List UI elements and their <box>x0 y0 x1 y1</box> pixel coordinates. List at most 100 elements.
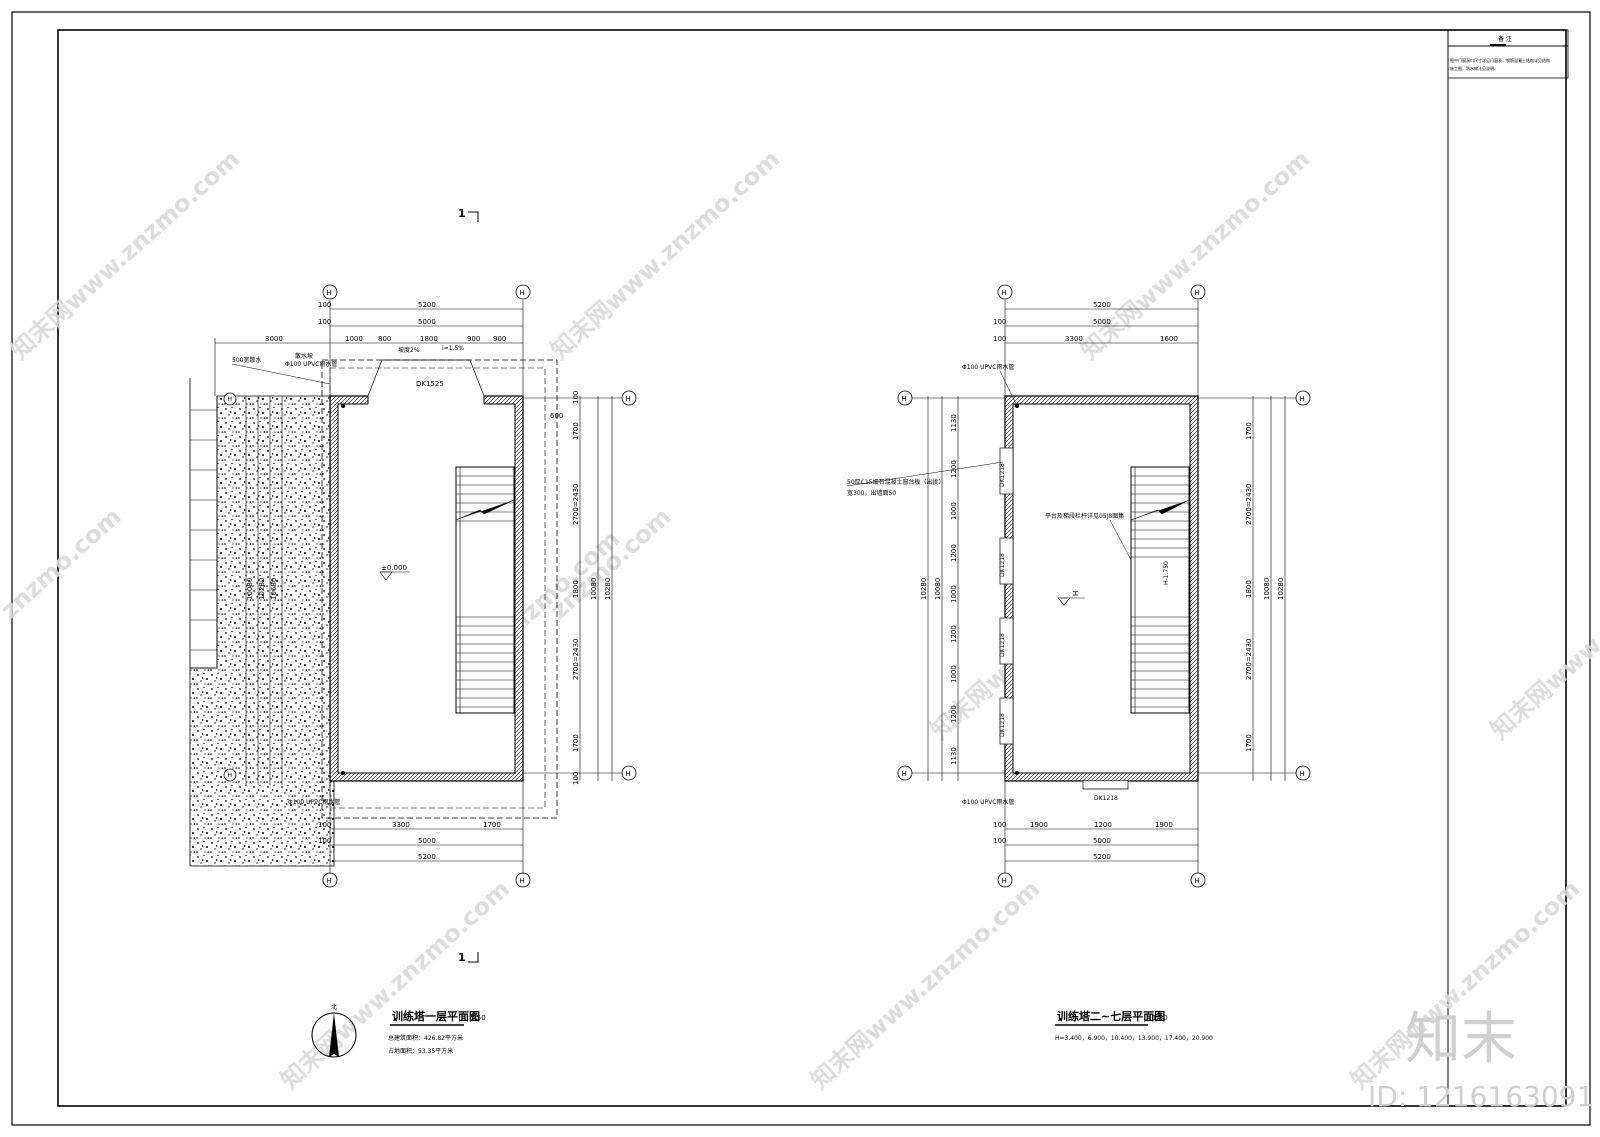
notes-box: 备 注 图中门窗洞口尺寸详见门窗表，钢筋混凝土结构详见结构 施工图，防水做法见说… <box>1447 29 1569 79</box>
dim-top: 800 <box>378 335 391 343</box>
dim-right: 1700 <box>572 734 580 752</box>
svg-text:北: 北 <box>331 1003 337 1011</box>
dim-right: 100 <box>572 772 580 785</box>
pipe-label-bottom: Φ100 UPVC雨水管 <box>962 798 1014 806</box>
axis-bubble: H <box>322 284 338 300</box>
dim-bottom: 100 <box>318 821 331 829</box>
dim-right: 1800 <box>572 580 580 598</box>
plan-2-scale: 1:50 <box>1152 1014 1168 1022</box>
dim-left: 1200 <box>950 705 958 723</box>
dim-right: 1700 <box>1245 734 1253 752</box>
dim-left: 1200 <box>950 460 958 478</box>
dim-top: 100 <box>993 335 1006 343</box>
inner-frame <box>57 29 1567 1107</box>
dim-left: 1000 <box>950 502 958 520</box>
watermark-text: 知末网www.znzmo.com <box>5 145 245 365</box>
watermark-text: 知末网www.znzmo.com <box>545 145 785 365</box>
svg-text:H: H <box>520 877 525 885</box>
axis-bubble: H <box>621 765 637 781</box>
axis-bubble: H <box>1190 872 1206 888</box>
door-label: DK1525 <box>416 380 444 388</box>
dim-right: 1700 <box>572 422 580 440</box>
dim-left: 1200 <box>950 625 958 643</box>
plan-1-area-footprint: 占地面积：53.35平方米 <box>388 1047 453 1055</box>
dim-top: 1600 <box>1160 335 1178 343</box>
dim-right: 10080 <box>590 578 598 600</box>
stair <box>455 466 515 714</box>
svg-text:H: H <box>902 395 907 403</box>
notes-line-2: 施工图，防水做法见说明。 <box>1450 65 1498 71</box>
dim-left: 1200 <box>950 544 958 562</box>
notes-line-1: 图中门窗洞口尺寸详见门窗表，钢筋混凝土结构详见结构 <box>1450 57 1550 63</box>
axis-bubble: H <box>897 390 913 406</box>
axis-bubble: H <box>997 284 1013 300</box>
dim-bottom: 100 <box>318 837 331 845</box>
dim-right: 600 <box>550 412 563 420</box>
plan-1-title: 训练塔一层平面图 <box>392 1009 480 1023</box>
plan-2-elevations: H=3.400，6.900，10.400，13.900，17.400，20.90… <box>1055 1035 1213 1042</box>
axis-bubble: H <box>1295 390 1311 406</box>
dim-bottom: 100 <box>993 821 1006 829</box>
plan-2: DK1218 DK1218 DK1218 DK1218 DK1218 H-1.7… <box>846 284 1311 1042</box>
pipe-label-top: Φ100 UPVC雨水管 <box>962 363 1014 371</box>
window-label: DK1218 <box>999 713 1006 737</box>
watermark-text: 知末网www.znzmo.com <box>805 875 1045 1095</box>
dim-right: 2700=2430 <box>1245 639 1253 681</box>
watermark-text: 知末网www.znzmo.com <box>1075 145 1315 365</box>
dim-left: 1000 <box>950 585 958 603</box>
svg-text:H: H <box>626 770 631 778</box>
dim-right: 10280 <box>1277 578 1285 600</box>
dim-left: 10280 <box>258 578 266 600</box>
watermark-id: ID: 1216163091 <box>1368 1080 1594 1113</box>
door-label: DK1218 <box>1094 795 1118 802</box>
watermark-text: znzmo.com <box>0 502 126 624</box>
axis-bubble: H <box>515 284 531 300</box>
dim-bottom: 5000 <box>418 837 436 845</box>
watermark-text: 知末网www.znzmo.com <box>275 875 515 1095</box>
dim-top: 100 <box>318 301 331 309</box>
plan-1: 10080 10280 10680 DK1525 <box>189 207 637 1058</box>
dim-right: 2700=2430 <box>572 639 580 681</box>
dim-right: 1700 <box>1245 422 1253 440</box>
axis-bubble: H <box>223 392 237 406</box>
stair-note: 平台及梯段栏杆详见05J8图集 <box>1045 512 1124 520</box>
dim-bottom: 1200 <box>1094 821 1112 829</box>
axis-bubble: H <box>897 765 913 781</box>
svg-text:H: H <box>1195 877 1200 885</box>
dim-right: 10280 <box>604 578 612 600</box>
note-a: 散水坡 <box>295 352 313 360</box>
dim-left: 1130 <box>950 414 958 432</box>
dim-bottom: 5200 <box>1093 853 1111 861</box>
axis-bubble: H <box>997 872 1013 888</box>
dim-right: 100 <box>572 391 580 404</box>
svg-text:H: H <box>1300 770 1305 778</box>
window-note-1: 50厚C15细石混凝土窗台板（出挑） <box>847 478 944 486</box>
dim-right: 10080 <box>1263 578 1271 600</box>
dim-top: 3300 <box>1065 335 1083 343</box>
watermark-text: 知末网www.znzmo.com <box>1485 525 1600 745</box>
axis-bubble: H <box>1190 284 1206 300</box>
svg-text:H: H <box>228 396 233 403</box>
slope-label: 500宽散水 <box>232 356 261 364</box>
note-c: i=1.5% <box>442 345 464 352</box>
axis-bubble: H <box>621 390 637 406</box>
dim-right: 2700=2430 <box>572 484 580 526</box>
dim-left: 10080 <box>934 578 942 600</box>
dim-top: 900 <box>493 335 506 343</box>
section-mark-top: 1 <box>458 207 466 220</box>
floor-level: H <box>1072 591 1080 596</box>
window-note-2: 宽300，出墙面50 <box>847 489 896 497</box>
dim-left: 1130 <box>950 747 958 765</box>
svg-text:H: H <box>327 289 332 297</box>
axis-bubble: H <box>515 872 531 888</box>
window-label: DK1218 <box>999 553 1006 577</box>
floor-level: ±0.000 <box>381 564 407 572</box>
dim-left: 10280 <box>920 578 928 600</box>
dim-top: 100 <box>318 318 331 326</box>
plan-2-title: 训练塔二~七层平面图 <box>1057 1009 1165 1023</box>
svg-text:H: H <box>902 770 907 778</box>
note-b: 坡度2% <box>398 346 420 354</box>
axis-bubble: H <box>1295 765 1311 781</box>
dim-top: 1000 <box>345 335 363 343</box>
